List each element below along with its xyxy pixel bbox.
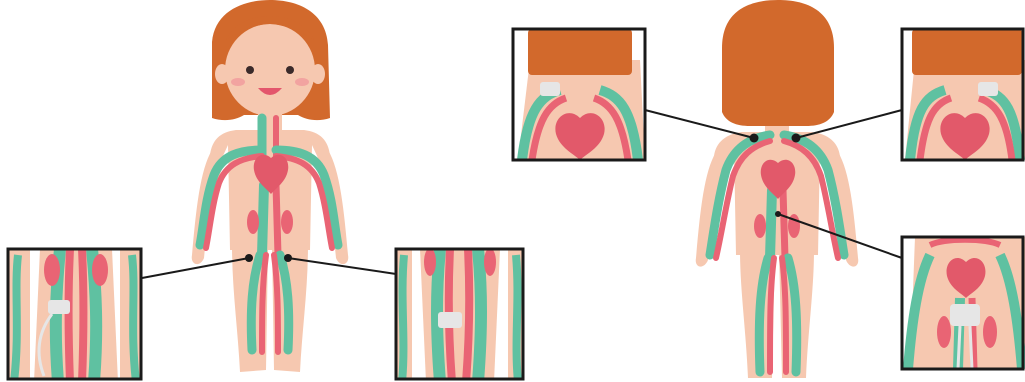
catheter-icon xyxy=(438,312,462,328)
inset-right-jugular xyxy=(513,29,645,160)
catheter-icon xyxy=(540,82,560,96)
face xyxy=(225,24,315,116)
right-eye xyxy=(286,66,294,74)
hair xyxy=(722,0,834,126)
front-child-figure xyxy=(192,0,349,372)
catheter-icon xyxy=(978,82,998,96)
inset-left-femoral xyxy=(396,248,523,382)
inset-left-jugular xyxy=(902,29,1025,160)
catheter-icon xyxy=(950,304,980,326)
left-eye xyxy=(246,66,254,74)
back-child-figure xyxy=(696,0,859,378)
catheter-icon xyxy=(48,300,70,314)
inset-right-femoral xyxy=(8,249,141,382)
inset-central-torso xyxy=(902,237,1025,369)
